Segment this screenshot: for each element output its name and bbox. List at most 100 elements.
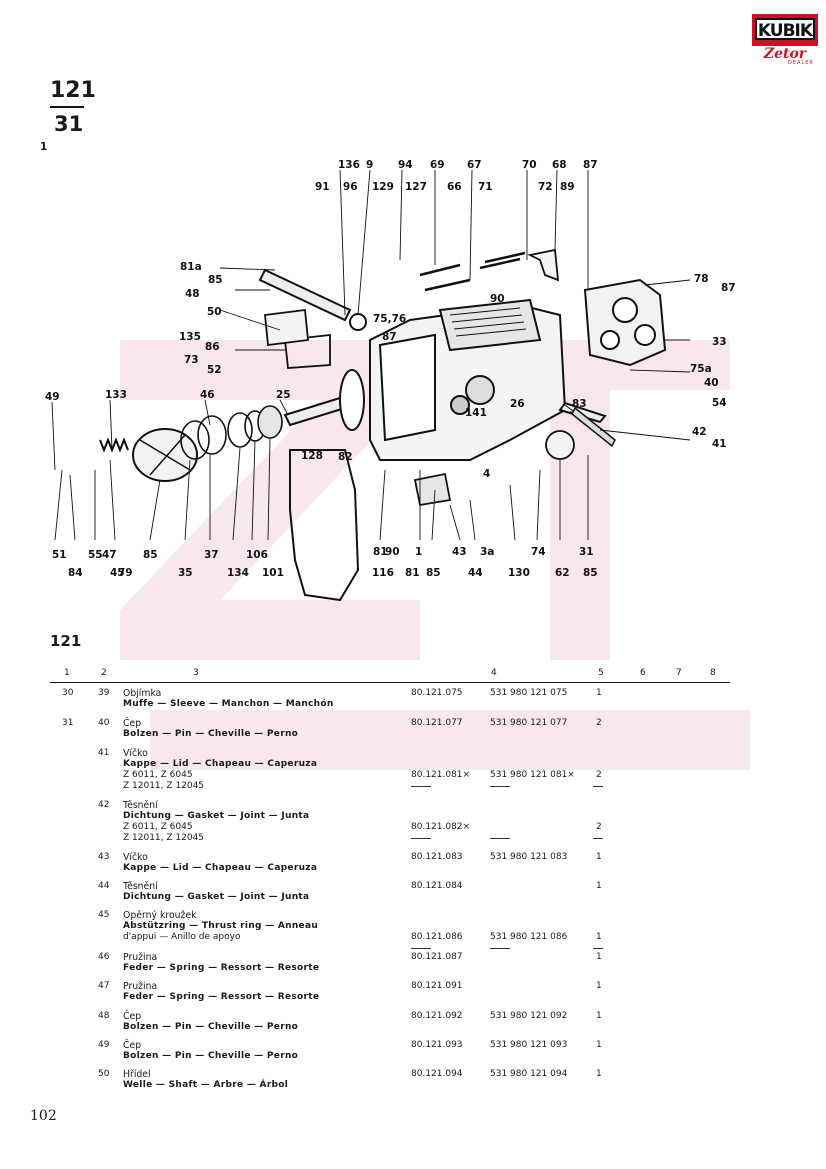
row-quantity: 1 [596, 1011, 602, 1021]
subgroup-number: 31 [54, 112, 84, 136]
callout-label: 78 [694, 273, 709, 285]
callout-label: 43 [452, 546, 467, 558]
row-part-number: 80.121.083 [411, 852, 463, 862]
callout-label: 37 [204, 549, 219, 561]
blank-entry-dash [490, 786, 510, 787]
row-alt-part-number: 531 980 121 093 [490, 1040, 568, 1050]
callout-label: 136 [338, 159, 360, 171]
callout-label: 87 [721, 282, 736, 294]
row-part-number: 80.121.081× [411, 770, 471, 780]
logo-tag: DEALER [788, 60, 814, 66]
callout-label: 9 [366, 159, 373, 171]
callout-label: 50 [207, 306, 222, 318]
row-applicability-note: Z 6011, Z 6045 [123, 822, 193, 832]
callout-label: 4 [483, 468, 490, 480]
header-rule [50, 682, 730, 683]
row-position: 43 [98, 852, 110, 862]
callout-label: 73 [184, 354, 199, 366]
row-position: 50 [98, 1069, 110, 1079]
row-part-number: 80.121.077 [411, 718, 463, 728]
leader-line [54, 469, 63, 541]
callout-label: 52 [207, 364, 222, 376]
callout-label: 41 [712, 438, 727, 450]
column-header-5: 5 [598, 668, 604, 678]
callout-label: 44 [468, 567, 483, 579]
row-alt-part-number: 531 980 121 086 [490, 932, 568, 942]
callout-label: 84 [68, 567, 83, 579]
leader-line [469, 169, 473, 281]
callout-label: 86 [205, 341, 220, 353]
blank-entry-dash [411, 838, 431, 839]
row-position: 42 [98, 800, 110, 810]
leader-line [379, 469, 386, 541]
callout-label: 81 [405, 567, 420, 579]
callout-label: 87 [583, 159, 598, 171]
row-quantity: 1 [596, 852, 602, 862]
callout-label: 81a [180, 261, 202, 273]
callout-label: 129 [372, 181, 394, 193]
fork-68 [527, 248, 560, 282]
callout-label: 79 [118, 567, 133, 579]
callout-label: 133 [105, 389, 127, 401]
row-part-name: Hřídel [123, 1069, 151, 1080]
row-quantity: 1 [596, 688, 602, 698]
logo-brand: KUBIK [755, 18, 815, 41]
callout-label: 96 [343, 181, 358, 193]
row-part-translations: Feder — Spring — Ressort — Resorte [123, 963, 320, 973]
leader-line [149, 479, 161, 541]
callout-label: 69 [430, 159, 445, 171]
lid-62 [545, 430, 575, 460]
row-alt-part-number: 531 980 121 083 [490, 852, 568, 862]
column-header-2: 2 [101, 668, 107, 678]
callout-label: 67 [467, 159, 482, 171]
leader-line [449, 504, 461, 541]
row-quantity: 1 [596, 1040, 602, 1050]
gearbox-housing [369, 298, 567, 461]
gasket-51 [289, 449, 360, 602]
row-part-translations: Welle — Shaft — Arbre — Árbol [123, 1080, 289, 1090]
row-applicability-note: d'appui — Anillo de apoyo [123, 932, 241, 942]
callout-label: 116 [372, 567, 394, 579]
callout-label: 94 [398, 159, 413, 171]
leader-line [644, 279, 691, 286]
row-position: 44 [98, 881, 110, 891]
callout-label: 106 [246, 549, 268, 561]
leader-line [219, 267, 276, 271]
leader-line [184, 459, 191, 541]
callout-label: 66 [447, 181, 462, 193]
row-position: 45 [98, 910, 110, 920]
row-alt-part-number: 531 980 121 092 [490, 1011, 568, 1021]
leader-line [629, 369, 691, 373]
row-figure: 30 [62, 688, 74, 698]
blank-entry-dash [490, 838, 510, 839]
section-title: 121 [50, 632, 82, 650]
row-part-number: 80.121.086 [411, 932, 463, 942]
blank-entry-dash [411, 786, 431, 787]
logo-sub: Zetor [763, 46, 807, 62]
row-alt-part-number: 531 980 121 094 [490, 1069, 568, 1079]
callout-label: 62 [555, 567, 570, 579]
row-quantity: 2 [596, 770, 602, 780]
callout-label: 81 [373, 546, 388, 558]
row-part-translations: Bolzen — Pin — Cheville — Perno [123, 729, 299, 739]
row-part-name: Víčko [123, 852, 148, 863]
row-quantity: 1 [596, 881, 602, 891]
row-quantity: 1 [596, 1069, 602, 1079]
row-position: 40 [98, 718, 110, 728]
row-part-number: 80.121.082× [411, 822, 471, 832]
row-part-translations: Abstützring — Thrust ring — Anneau [123, 921, 319, 931]
row-quantity: 1 [596, 952, 602, 962]
callout-label: 83 [572, 398, 587, 410]
callout-label: 101 [262, 567, 284, 579]
callout-label: 75a [690, 363, 712, 375]
callout-label: 90 [490, 293, 505, 305]
row-part-translations: Feder — Spring — Ressort — Resorte [123, 992, 320, 1002]
cover-43 [413, 472, 452, 507]
leader-line [204, 399, 211, 426]
row-part-name: Víčko [123, 748, 148, 759]
row-part-name: Opěrný kroužek [123, 910, 197, 921]
leader-line [69, 474, 76, 541]
blank-entry-dash [411, 948, 431, 949]
leader-line [357, 169, 371, 316]
callout-label: 85 [208, 274, 223, 286]
